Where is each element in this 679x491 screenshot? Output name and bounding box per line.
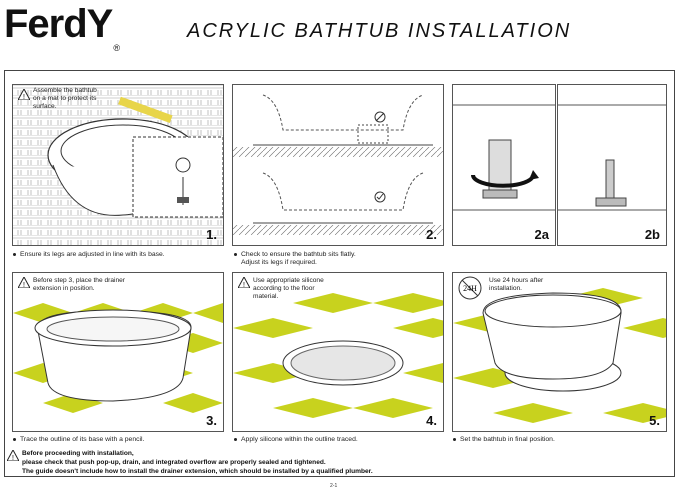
brand-logo: FerdY®	[4, 2, 120, 53]
svg-text:!: !	[23, 94, 25, 100]
step-1-number: 1.	[206, 227, 217, 242]
step-2b-number: 2b	[644, 227, 660, 242]
step-1-caption: Ensure its legs are adjusted in line wit…	[13, 251, 165, 258]
24h-badge-icon: 24H	[458, 276, 482, 300]
step-4-note-line-3: material.	[253, 293, 279, 300]
page-title: ACRYLIC BATHTUB INSTALLATION	[187, 20, 572, 42]
step-5-illustration	[453, 288, 666, 423]
step-2b-panel: 2b	[557, 84, 667, 246]
svg-text:!: !	[23, 282, 25, 288]
24h-badge-text: 24H	[463, 284, 477, 293]
step-5-caption: Set the bathtub in final position.	[453, 436, 555, 443]
step-4-note-line-1: Use appropriate silicone	[253, 277, 324, 284]
step-3-note-line-1: Before step 3, place the drainer	[33, 277, 126, 284]
step-4-illustration	[233, 293, 443, 418]
page-number: 2-1	[330, 483, 338, 489]
step-5-panel: 24H Use 24 hours after installation. 5.	[452, 272, 667, 432]
step-2-panel: 2.	[232, 84, 444, 246]
step-2-number: 2.	[426, 227, 437, 242]
step-2a-illustration	[453, 104, 555, 211]
warning-icon: !	[18, 89, 30, 100]
step-1-panel: ! Assemble the bathtub on a mat to prote…	[12, 84, 224, 246]
step-1-note-line-1: Assemble the bathtub	[33, 87, 97, 94]
instruction-frame	[4, 70, 675, 477]
step-1-note-line-3: surface.	[33, 103, 57, 110]
footer-warning: Before proceeding with installation, ple…	[22, 449, 373, 476]
svg-text:!: !	[243, 282, 245, 288]
step-5-number: 5.	[649, 413, 660, 428]
step-1-note-line-2: on a mat to protect its	[33, 95, 97, 102]
step-2a-panel: 2a	[452, 84, 556, 246]
step-4-panel: ! Use appropriate silicone according to …	[232, 272, 444, 432]
brand-name: FerdY	[4, 2, 113, 46]
step-4-caption: Apply silicone within the outline traced…	[234, 436, 358, 443]
footer-line-3: The guide doesn't include how to install…	[22, 468, 373, 475]
step-3-panel: ! Before step 3, place the drainer exten…	[12, 272, 224, 432]
step-3-note-line-2: extension in position.	[33, 285, 95, 292]
step-2b-illustration	[558, 104, 666, 211]
registered-mark: ®	[113, 43, 120, 53]
step-4-note-line-2: according to the floor	[253, 285, 315, 292]
svg-text:!: !	[12, 455, 14, 461]
step-2-illustration	[233, 94, 443, 235]
step-4-number: 4.	[426, 413, 437, 428]
step-5-note-line-1: Use 24 hours after	[489, 277, 544, 284]
footer-line-1: Before proceeding with installation,	[22, 450, 134, 457]
step-3-caption: Trace the outline of its base with a pen…	[13, 436, 144, 443]
step-2a-number: 2a	[534, 227, 549, 242]
step-3-number: 3.	[206, 413, 217, 428]
step-2-caption: Check to ensure the bathtub sits flatly.	[234, 251, 356, 258]
warning-icon: !	[18, 277, 30, 288]
warning-icon: !	[7, 450, 19, 461]
warning-icon: !	[238, 277, 250, 288]
step-2-caption-2: Adjust its legs if required.	[241, 259, 317, 266]
step-1-illustration	[13, 85, 223, 245]
footer-line-2: please check that push pop-up, drain, an…	[22, 459, 326, 466]
step-3-illustration	[13, 303, 223, 413]
step-5-note-line-2: installation.	[489, 285, 522, 292]
